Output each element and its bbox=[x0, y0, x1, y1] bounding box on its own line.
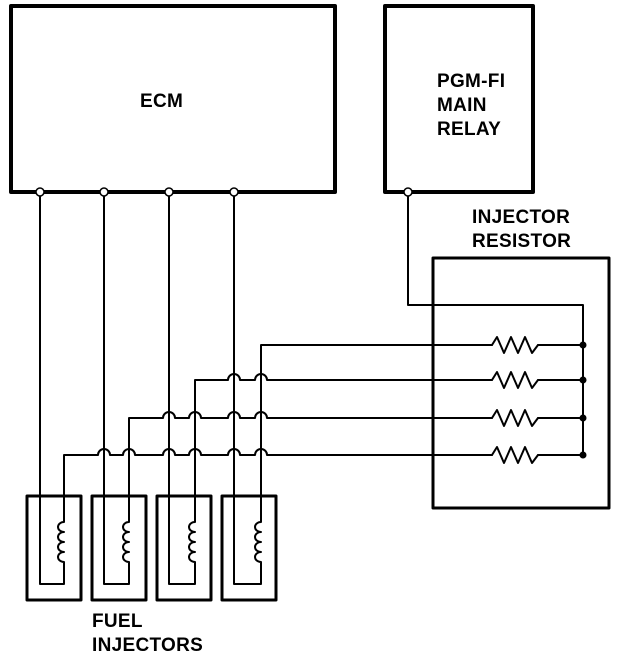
relay-label-line-1: PGM-FI bbox=[437, 71, 506, 92]
fuel-injector-housings bbox=[25, 494, 278, 602]
resistor-label-line-1: INJECTOR bbox=[472, 207, 571, 228]
terminals bbox=[35, 187, 413, 197]
coil-1 bbox=[39, 195, 65, 585]
resistor-2 bbox=[491, 371, 539, 389]
injectors-label-line-2: INJECTORS bbox=[92, 635, 204, 656]
main-relay-box bbox=[383, 4, 535, 194]
resistor-label-line-2: RESISTOR bbox=[472, 231, 572, 252]
wire-resistor-2 bbox=[194, 373, 493, 513]
fuel-injector-4 bbox=[220, 494, 278, 602]
ecm-terminal-2 bbox=[99, 187, 109, 197]
ecm-terminal-4 bbox=[229, 187, 239, 197]
resistor-wires bbox=[63, 195, 584, 513]
junction-dot-2 bbox=[579, 376, 587, 384]
injector-resistor-label: INJECTOR RESISTOR bbox=[472, 206, 571, 254]
main-relay-label: PGM-FI MAIN RELAY bbox=[437, 70, 505, 142]
junction-dot-3 bbox=[579, 414, 587, 422]
injector-resistor-box bbox=[431, 256, 611, 510]
wire-resistor-3 bbox=[128, 411, 493, 513]
ecm-terminal-3 bbox=[164, 187, 174, 197]
coil-2 bbox=[103, 195, 130, 585]
ecm-label: ECM bbox=[140, 91, 184, 112]
junction-dot-1 bbox=[579, 341, 587, 349]
resistor-3 bbox=[491, 409, 539, 427]
resistor-1 bbox=[491, 336, 539, 354]
injectors-label-line-1: FUEL bbox=[92, 611, 143, 632]
relay-label-line-3: RELAY bbox=[437, 119, 502, 140]
junction-dot-4 bbox=[579, 451, 587, 459]
resistor-4 bbox=[491, 446, 539, 464]
relay-terminal bbox=[403, 187, 413, 197]
fuel-injectors-label: FUEL INJECTORS bbox=[92, 610, 203, 658]
fuel-injector-3 bbox=[155, 494, 213, 602]
fuel-injector-1 bbox=[25, 494, 83, 602]
relay-feed-wire bbox=[407, 195, 584, 346]
injector-coils bbox=[39, 195, 262, 585]
wire-resistor-1 bbox=[260, 344, 493, 513]
ecm-terminal-1 bbox=[35, 187, 45, 197]
fuel-injector-2 bbox=[90, 494, 148, 602]
wire-resistor-4 bbox=[63, 448, 493, 513]
relay-label-line-2: MAIN bbox=[437, 95, 487, 116]
coil-3 bbox=[168, 195, 196, 585]
junction-dots bbox=[579, 341, 587, 459]
resistors bbox=[491, 336, 539, 464]
coil-4 bbox=[233, 195, 262, 585]
